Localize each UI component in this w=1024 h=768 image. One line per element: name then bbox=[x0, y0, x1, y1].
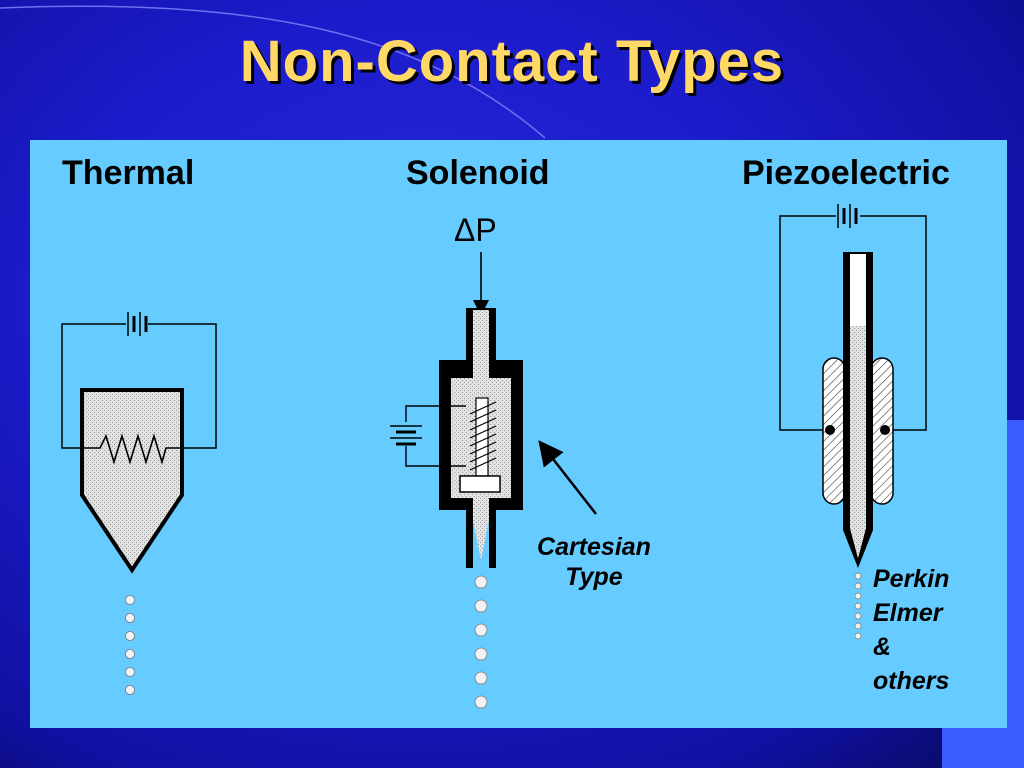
heater-resistor bbox=[82, 433, 182, 465]
solenoid-valve-seat bbox=[459, 475, 501, 493]
thermal-circuit-wire bbox=[61, 323, 126, 449]
piezo-circuit-wire bbox=[779, 215, 836, 431]
solenoid-circuit-wire bbox=[405, 405, 466, 422]
solenoid-housing bbox=[439, 308, 523, 568]
slide-title: Non-Contact Types bbox=[239, 29, 785, 94]
thermal-battery-icon bbox=[127, 312, 148, 336]
thermal-label: Thermal bbox=[62, 154, 195, 192]
decorative-swoosh bbox=[0, 5, 546, 139]
piezoelectric-label: Piezoelectric bbox=[742, 154, 950, 192]
piezo-droplets bbox=[854, 572, 862, 640]
vendor-caption-line: Perkin bbox=[873, 565, 950, 593]
solenoid-battery-icon bbox=[390, 425, 422, 446]
thermal-dispenser bbox=[61, 312, 217, 695]
vendor-caption: Perkin Elmer & others bbox=[873, 562, 949, 698]
pressure-label: ΔP bbox=[454, 212, 497, 248]
diagram-panel: Thermal Solenoid Piezoelectric ΔP Cartes… bbox=[30, 140, 1007, 728]
piezo-electrode-left bbox=[825, 425, 835, 435]
cartesian-caption-line: Type bbox=[565, 563, 623, 591]
piezo-fluid bbox=[850, 326, 866, 558]
dispenser-diagram bbox=[61, 204, 927, 709]
thermal-nozzle-body bbox=[80, 388, 184, 574]
solenoid-label: Solenoid bbox=[406, 154, 550, 192]
cartesian-pointer-arrow bbox=[538, 440, 597, 515]
solenoid-dispenser bbox=[390, 252, 597, 709]
solenoid-coil bbox=[469, 401, 497, 471]
vendor-caption-line: others bbox=[873, 667, 950, 695]
piezo-electrode-right bbox=[880, 425, 890, 435]
thermal-droplets bbox=[125, 595, 135, 695]
solenoid-droplets bbox=[474, 575, 488, 709]
cartesian-caption: Cartesian Type bbox=[524, 532, 664, 592]
vendor-caption-line: Elmer bbox=[873, 599, 943, 627]
piezoelectric-dispenser bbox=[779, 204, 927, 640]
cartesian-caption-line: Cartesian bbox=[537, 533, 651, 561]
piezo-battery-icon bbox=[837, 204, 858, 228]
vendor-caption-line: & bbox=[873, 633, 892, 661]
